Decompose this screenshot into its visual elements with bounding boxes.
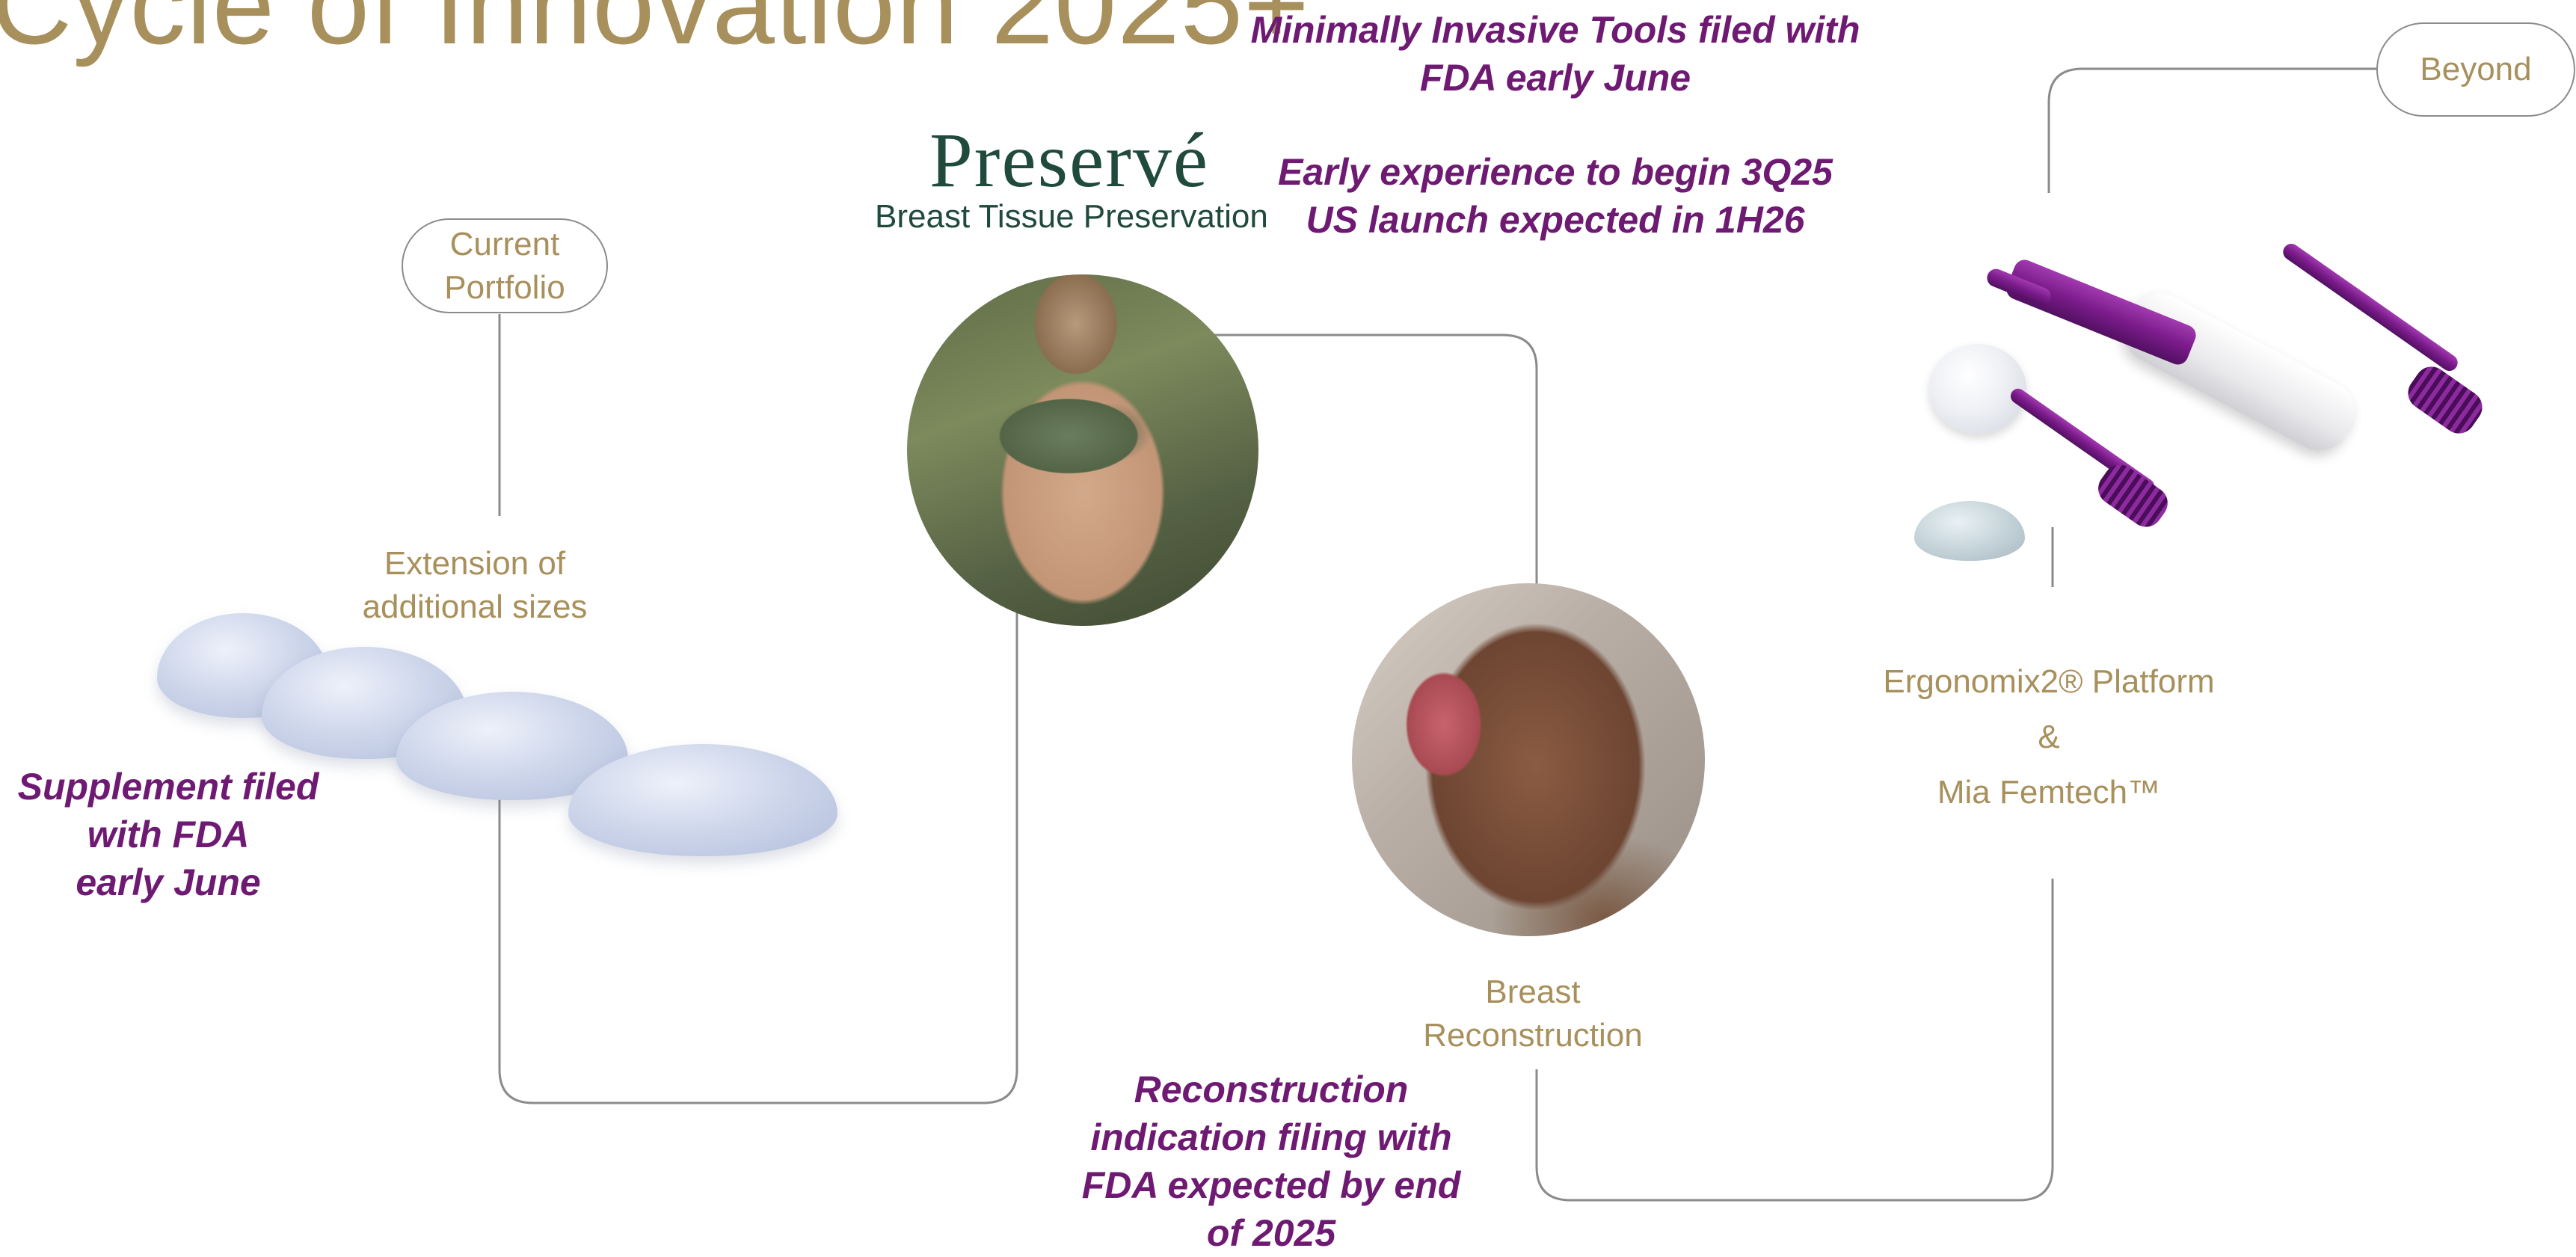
breast-reconstruction-label: Breast Reconstruction bbox=[1383, 971, 1682, 1057]
ergonomix-line: Ergonomix2® Platform bbox=[1825, 654, 2273, 710]
mia-femtech-line: Mia Femtech™ bbox=[1825, 765, 2273, 820]
ampersand-line: & bbox=[1825, 710, 2273, 765]
ergonomix-platform-label: Ergonomix2® Platform & Mia Femtech™ bbox=[1825, 654, 2273, 820]
preserve-tagline: Breast Tissue Preservation bbox=[875, 198, 1264, 236]
extension-label: Extension of additional sizes bbox=[329, 542, 621, 629]
preserve-logo: Preservé bbox=[882, 116, 1256, 205]
supplement-note: Supplement filed with FDA early June bbox=[0, 763, 336, 906]
rod-tool-right-tip bbox=[2402, 360, 2489, 440]
minimally-invasive-note: Minimally Invasive Tools filed with FDA … bbox=[1219, 6, 1892, 102]
reconstruction-photo bbox=[1352, 583, 1705, 936]
device-illustration bbox=[1914, 247, 2497, 561]
rod-tool-right bbox=[2280, 241, 2461, 375]
preserve-photo bbox=[907, 274, 1258, 626]
glass-cup bbox=[1929, 344, 2026, 434]
mini-sizer bbox=[1914, 501, 2025, 561]
connector-preserve-to-reconstruction bbox=[1211, 335, 1537, 591]
handpiece-body bbox=[2114, 283, 2365, 461]
current-portfolio-node: Current Portfolio bbox=[402, 218, 608, 313]
beyond-node: Beyond bbox=[2376, 22, 2575, 117]
page-title: Cycle of Innovation 2025+ bbox=[0, 0, 1310, 70]
reconstruction-filing-note: Reconstruction indication filing with FD… bbox=[1047, 1066, 1496, 1257]
early-experience-note: Early experience to begin 3Q25 US launch… bbox=[1219, 148, 1892, 244]
connector-beyond bbox=[2049, 69, 2378, 193]
rod-tool-left-tip bbox=[2092, 458, 2174, 533]
